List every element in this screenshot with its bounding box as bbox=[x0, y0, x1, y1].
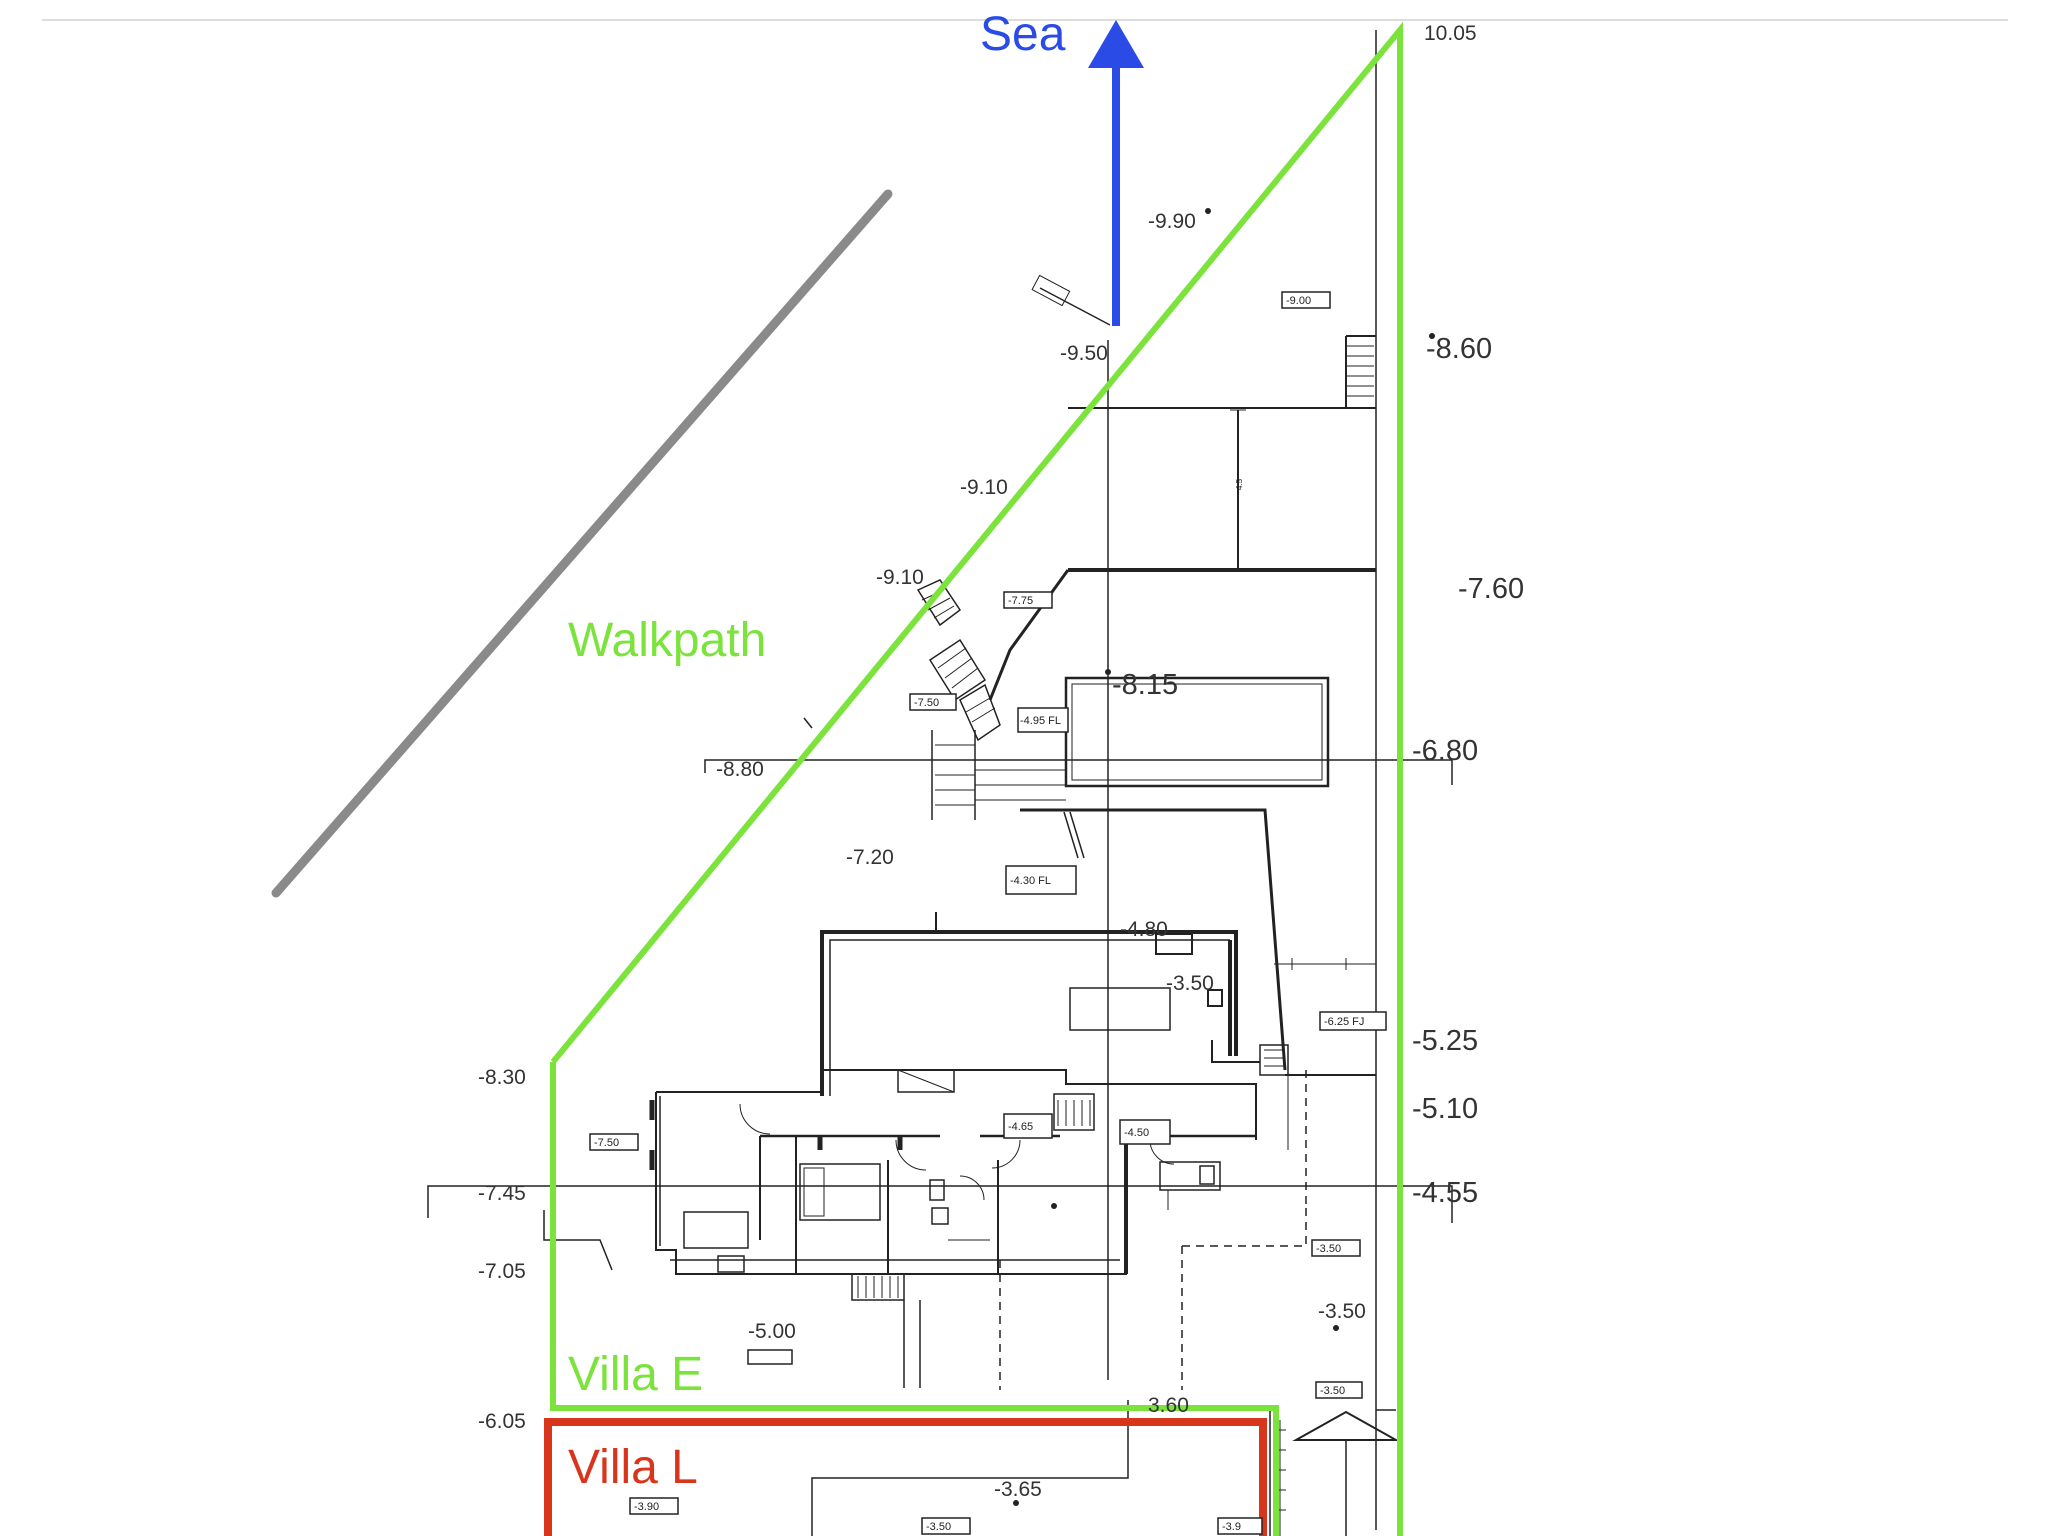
villa-l-boundary bbox=[544, 1418, 1267, 1536]
level-tag: -6.25 FJ bbox=[1319, 1011, 1387, 1031]
level-tag: -3.9 bbox=[1217, 1517, 1263, 1535]
elevation-label: -5.25 bbox=[1412, 1025, 1478, 1057]
elevation-label: -7.20 bbox=[846, 846, 894, 869]
svg-text:-7.75: -7.75 bbox=[1008, 595, 1033, 607]
elevation-label: -4.55 bbox=[1412, 1177, 1478, 1209]
level-tag: -4.95 FL bbox=[1017, 707, 1069, 733]
elevation-label: -8.30 bbox=[478, 1066, 526, 1089]
level-tag: -7.50 bbox=[909, 693, 957, 711]
elevation-label: -9.10 bbox=[960, 476, 1008, 499]
svg-text:-4.65: -4.65 bbox=[1008, 1121, 1033, 1133]
walkpath-line bbox=[271, 189, 893, 898]
elevation-label: -9.90 bbox=[1148, 210, 1196, 233]
elevation-label: -7.45 bbox=[478, 1182, 526, 1205]
elevation-dots bbox=[1013, 208, 1435, 1506]
elevation-label: -3.50 bbox=[1166, 972, 1214, 995]
elevation-label: -8.80 bbox=[716, 758, 764, 781]
svg-text:-6.25 FJ: -6.25 FJ bbox=[1324, 1016, 1364, 1028]
svg-text:-4.30 FL: -4.30 FL bbox=[1010, 875, 1051, 887]
svg-text:-9.00: -9.00 bbox=[1286, 295, 1311, 307]
elevation-label: -9.50 bbox=[1060, 342, 1108, 365]
level-tag: -3.50 bbox=[921, 1517, 971, 1535]
elevation-label: -5.10 bbox=[1412, 1093, 1478, 1125]
svg-text:-3.50: -3.50 bbox=[926, 1521, 951, 1533]
elevation-label: -6.05 bbox=[478, 1410, 526, 1433]
elevation-label: -7.05 bbox=[478, 1260, 526, 1283]
level-tag: -7.50 bbox=[589, 1133, 639, 1151]
villa-e-boundary bbox=[550, 21, 1403, 1536]
svg-text:4.5: 4.5 bbox=[1235, 478, 1244, 490]
level-tag: -4.65 bbox=[1003, 1113, 1053, 1139]
level-tag: -4.50 bbox=[1119, 1119, 1171, 1145]
elevation-label: -8.60 bbox=[1426, 333, 1492, 365]
level-tags: -9.00 -7.75 -7.50 -4.95 FL -4.30 FL -6.2… bbox=[589, 291, 1387, 1535]
elevation-label: -9.10 bbox=[876, 566, 924, 589]
elevation-label: 10.05 bbox=[1424, 22, 1477, 45]
villa-l-label: Villa L bbox=[568, 1441, 698, 1494]
villa-e-label: Villa E bbox=[568, 1348, 703, 1401]
svg-text:-3.9: -3.9 bbox=[1222, 1521, 1241, 1533]
walkpath-label: Walkpath bbox=[568, 614, 766, 667]
sea-label: Sea bbox=[980, 8, 1066, 61]
level-tag: -4.30 FL bbox=[1005, 865, 1077, 895]
level-tag: -3.90 bbox=[629, 1497, 679, 1515]
sea-arrow-icon bbox=[1088, 20, 1144, 326]
elevation-label: -3.65 bbox=[994, 1478, 1042, 1501]
elevation-label: -3.50 bbox=[1318, 1300, 1366, 1323]
level-tag: -7.75 bbox=[1003, 591, 1053, 609]
level-tag: -3.50 bbox=[1311, 1239, 1361, 1257]
elevation-label: -5.00 bbox=[748, 1320, 796, 1343]
svg-text:-7.50: -7.50 bbox=[594, 1137, 619, 1149]
svg-text:-4.50: -4.50 bbox=[1124, 1127, 1149, 1139]
svg-text:-7.50: -7.50 bbox=[914, 697, 939, 709]
svg-text:-3.50: -3.50 bbox=[1320, 1385, 1345, 1397]
elevation-label: -8.15 bbox=[1112, 669, 1178, 701]
level-tag: -9.00 bbox=[1281, 291, 1331, 309]
elevation-label: -7.60 bbox=[1458, 573, 1524, 605]
plan-linework: 4.5 bbox=[427, 30, 1453, 1536]
svg-text:-4.95 FL: -4.95 FL bbox=[1020, 715, 1061, 727]
elevation-label: -6.80 bbox=[1412, 735, 1478, 767]
level-tag: -3.50 bbox=[1315, 1381, 1363, 1399]
svg-text:-3.90: -3.90 bbox=[634, 1501, 659, 1513]
svg-text:-3.50: -3.50 bbox=[1316, 1243, 1341, 1255]
elevation-label: 3.60 bbox=[1148, 1394, 1189, 1417]
elevation-label: -4.80 bbox=[1120, 918, 1168, 941]
